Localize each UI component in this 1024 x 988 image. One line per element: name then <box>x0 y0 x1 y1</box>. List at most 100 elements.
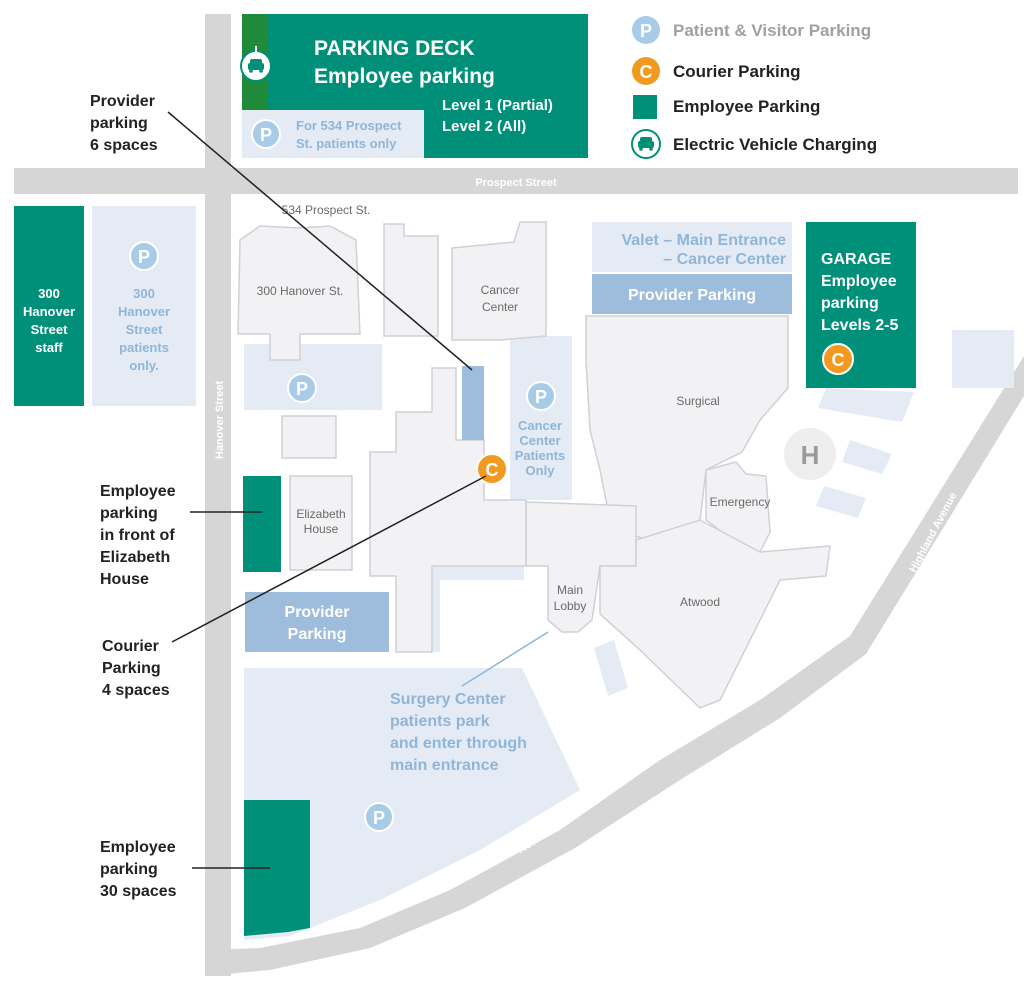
building-central <box>369 367 527 653</box>
provider-left-label-1: Provider <box>285 604 350 621</box>
building-300-hanover-label: 300 Hanover St. <box>257 284 344 298</box>
parking-deck-level1: Level 1 (Partial) <box>442 97 553 114</box>
svg-text:P: P <box>640 21 652 41</box>
prospect-street <box>14 168 1018 194</box>
building-emergency <box>705 461 771 553</box>
main-lobby-label-2: Lobby <box>554 599 587 613</box>
patient-parking-icon: P <box>526 381 556 411</box>
main-lobby-label-1: Main <box>557 583 583 597</box>
patient-parking-icon: P <box>364 802 394 832</box>
callout-elizabeth-3: in front of <box>100 527 175 544</box>
hanover-staff-label-3: Street <box>31 322 69 337</box>
legend: P Patient & Visitor Parking C Courier Pa… <box>631 16 877 159</box>
cancer-center-lot <box>510 336 572 500</box>
callout-provider-2: parking <box>90 115 148 132</box>
elizabeth-house-label-2: House <box>304 522 339 536</box>
callout-courier-2: Parking <box>102 660 161 677</box>
provider-left-label-2: Parking <box>288 626 347 643</box>
lobby-walk-lot <box>432 566 524 652</box>
garage-label-2: Employee <box>821 273 897 290</box>
callout-line-provider <box>167 111 473 371</box>
small-lot-2 <box>818 388 914 422</box>
callout-elizabeth-1: Employee <box>100 483 176 500</box>
surgery-label-2: patients park <box>390 713 490 730</box>
patient-parking-icon: P <box>287 373 317 403</box>
elizabeth-house-label-1: Elizabeth <box>296 507 345 521</box>
patient-parking-icon: P <box>129 241 159 271</box>
courier-parking-icon: C <box>476 453 508 485</box>
legend-ev-label: Electric Vehicle Charging <box>673 135 877 154</box>
parking-deck-subtitle: Employee parking <box>314 65 495 88</box>
surgery-label-3: and enter through <box>390 735 527 752</box>
surgery-center-lot <box>244 668 580 940</box>
building-atwood <box>599 519 831 709</box>
surgery-label-1: Surgery Center <box>390 691 506 708</box>
hanover-street-label: Hanover Street <box>214 381 226 460</box>
hanover-st-lot <box>244 344 382 410</box>
callout-employee30-2: parking <box>100 861 158 878</box>
callout-provider-3: 6 spaces <box>90 137 158 154</box>
building-elizabeth-house <box>289 475 353 571</box>
cancer-center-label-2: Center <box>482 300 518 314</box>
employee-30-spaces-lot <box>244 800 310 936</box>
building-534-prospect-label: 534 Prospect St. <box>282 203 371 217</box>
parking-deck-patient-line2: St. patients only <box>296 136 397 151</box>
surgery-center-pointer <box>461 631 549 687</box>
hanover-street <box>205 14 231 976</box>
callout-courier-1: Courier <box>102 638 159 655</box>
prospect-street-label: Prospect Street <box>475 177 557 189</box>
surgery-label-4: main entrance <box>390 757 499 774</box>
parking-deck-patient-line1: For 534 Prospect <box>296 118 402 133</box>
hanover-staff-label-4: staff <box>35 340 63 355</box>
svg-text:P: P <box>535 387 547 407</box>
hanover-patients-label-3: Street <box>126 322 164 337</box>
legend-courier-label: Courier Parking <box>673 62 801 81</box>
legend-employee-label: Employee Parking <box>673 97 820 116</box>
callout-elizabeth-4: Elizabeth <box>100 549 170 566</box>
svg-text:P: P <box>373 808 385 828</box>
small-lot-4 <box>816 486 866 518</box>
small-lot-1 <box>952 330 1014 388</box>
building-534-prospect <box>383 223 439 337</box>
svg-text:C: C <box>832 350 845 370</box>
valet-label-1: Valet – Main Entrance <box>621 232 786 249</box>
provider-parking-6-spaces <box>462 366 484 440</box>
cancer-center-label-1: Cancer <box>481 283 520 297</box>
svg-text:C: C <box>486 460 499 480</box>
provider-parking-left <box>245 592 389 652</box>
garage-label-1: GARAGE <box>821 251 892 268</box>
small-lot-3 <box>842 440 892 474</box>
callout-employee30-1: Employee <box>100 839 176 856</box>
svg-text:P: P <box>138 247 150 267</box>
courier-parking-icon: C <box>822 343 854 375</box>
cancer-patients-label-4: Only <box>526 463 556 478</box>
helipad-label: H <box>801 440 820 470</box>
callout-line-courier <box>171 475 487 643</box>
legend-patient-icon: P <box>632 16 660 44</box>
surgical-label: Surgical <box>676 394 719 408</box>
provider-top-label: Provider Parking <box>628 287 756 304</box>
garage-label-3: parking <box>821 295 879 312</box>
svg-text:P: P <box>296 379 308 399</box>
hanover-patients-label-4: patients <box>119 340 169 355</box>
hanover-patient-lot <box>92 206 196 406</box>
hanover-patients-label-2: Hanover <box>118 304 170 319</box>
callout-provider-1: Provider <box>90 93 155 110</box>
ev-charging-icon <box>240 46 272 82</box>
hanover-patients-label-1: 300 <box>133 286 155 301</box>
elizabeth-house-employee-lot <box>243 476 281 572</box>
emergency-label: Emergency <box>710 495 771 509</box>
building-small-square <box>281 415 337 459</box>
helipad <box>784 428 836 480</box>
building-300-hanover <box>237 225 361 361</box>
hanover-staff-lot <box>14 206 84 406</box>
garage-label-4: Levels 2-5 <box>821 317 898 334</box>
legend-patient-label: Patient & Visitor Parking <box>673 21 871 40</box>
cancer-patients-label-1: Cancer <box>518 418 562 433</box>
callout-elizabeth-5: House <box>100 571 149 588</box>
small-lot-5 <box>594 640 628 696</box>
cancer-patients-label-3: Patients <box>515 448 566 463</box>
svg-text:C: C <box>640 62 653 82</box>
valet-label-2: – Cancer Center <box>663 251 786 268</box>
